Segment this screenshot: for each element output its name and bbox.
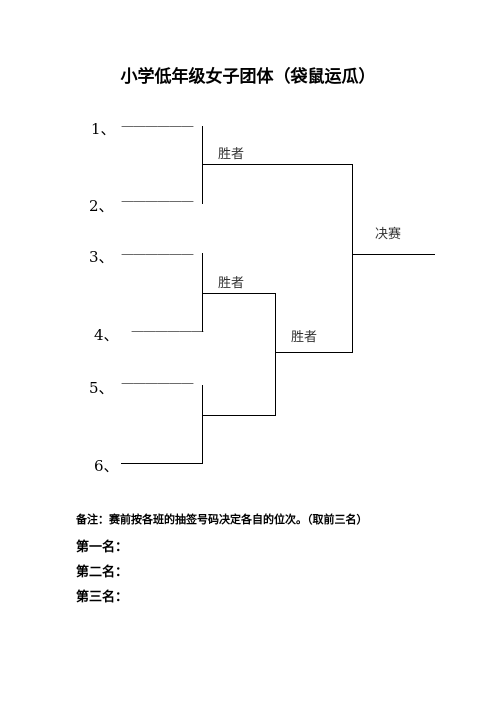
slot-5-blank[interactable]: —————— [121, 376, 194, 391]
slot-1-label: 1、 [91, 120, 116, 138]
bracket-match-2-winner-line [202, 293, 276, 294]
bracket-semifinal-winner-line [275, 352, 353, 353]
slot-6-line [121, 463, 203, 464]
slot-3-label: 3、 [89, 248, 114, 266]
second-place-label: 第二名： [76, 565, 129, 580]
bracket-match-1-vertical [202, 126, 203, 204]
slot-2-label: 2、 [89, 197, 114, 215]
bracket-semifinal-vertical [275, 293, 276, 416]
page-title: 小学低年级女子团体（袋鼠运瓜） [120, 67, 376, 87]
slot-1-blank[interactable]: —————— [121, 119, 194, 134]
first-place-label: 第一名： [76, 540, 129, 555]
bracket-final-vertical [352, 164, 353, 353]
slot-2-blank[interactable]: —————— [121, 194, 194, 209]
bracket-final-line [352, 254, 435, 255]
slot-4-label: 4、 [94, 326, 119, 344]
bracket-match-1-winner-line [202, 164, 352, 165]
slot-3-blank[interactable]: —————— [121, 247, 194, 262]
final-label: 决赛 [375, 227, 402, 242]
note-text: 备注：赛前按各班的抽签号码决定各自的位次。（取前三名） [76, 513, 368, 526]
slot-4-blank[interactable]: —————— [131, 324, 204, 339]
bracket-match-2-vertical [202, 253, 203, 332]
semifinal-winner-label: 胜者 [291, 330, 318, 345]
bracket-match-3-vertical [202, 385, 203, 464]
slot-6-label: 6、 [94, 457, 119, 475]
third-place-label: 第三名： [76, 590, 129, 605]
match-1-winner-label: 胜者 [218, 147, 245, 162]
match-2-winner-label: 胜者 [218, 276, 245, 291]
bracket-match-3-winner-line [202, 415, 276, 416]
slot-5-label: 5、 [89, 379, 114, 397]
